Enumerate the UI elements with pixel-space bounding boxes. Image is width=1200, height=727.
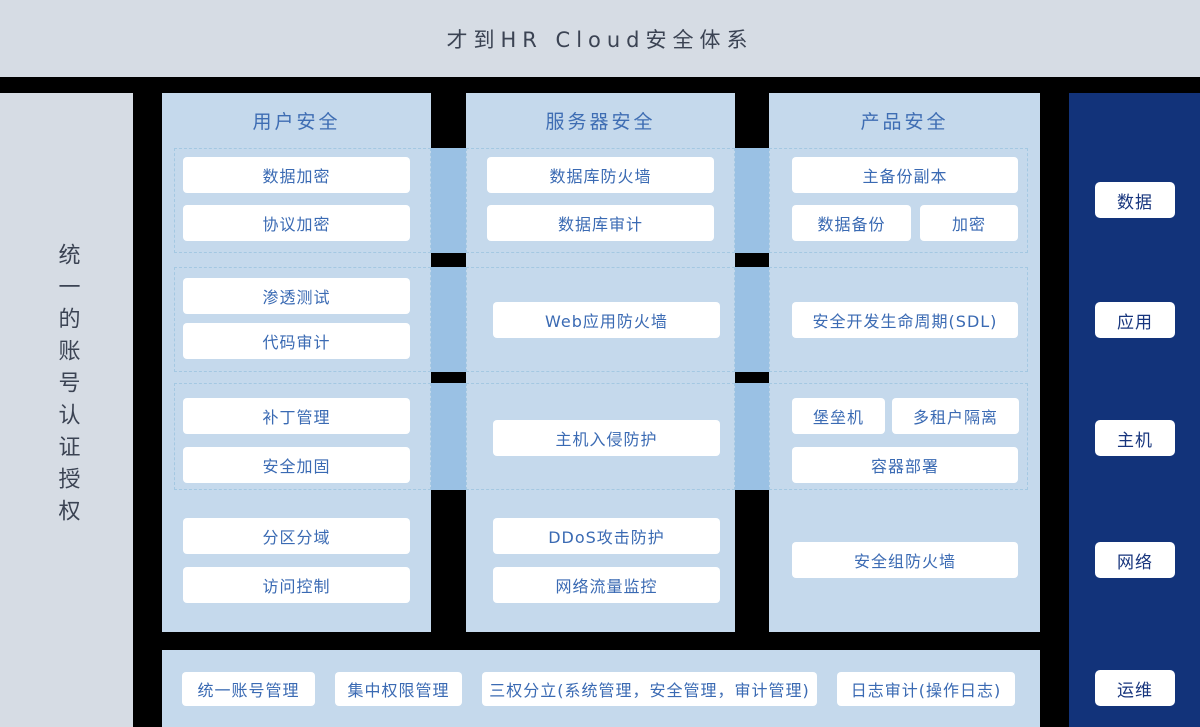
connector-bridge (735, 383, 769, 490)
node-database-firewall: 数据库防火墙 (487, 157, 714, 193)
node-secure-development-lifecycle: 安全开发生命周期(SDL) (792, 302, 1018, 338)
layer-host: 主机 (1095, 420, 1175, 456)
connector-bridge (431, 148, 466, 253)
node-security-group-firewall: 安全组防火墙 (792, 542, 1018, 578)
left-sidebar-unified-auth: 统一的账号认证授权 (0, 93, 133, 727)
right-sidebar-layers: 数据 应用 主机 网络 运维 (1069, 93, 1200, 727)
node-security-hardening: 安全加固 (183, 447, 410, 483)
node-log-audit: 日志审计(操作日志) (837, 672, 1015, 706)
group-box (466, 267, 735, 372)
node-centralized-permission-management: 集中权限管理 (335, 672, 462, 706)
group-box (466, 148, 735, 253)
node-encryption: 加密 (920, 205, 1018, 241)
node-network-traffic-monitoring: 网络流量监控 (493, 567, 720, 603)
node-zone-partition: 分区分域 (183, 518, 410, 554)
layer-ops: 运维 (1095, 670, 1175, 706)
node-unified-account-management: 统一账号管理 (182, 672, 315, 706)
node-database-audit: 数据库审计 (487, 205, 714, 241)
group-box (466, 383, 735, 490)
node-multi-tenant-isolation: 多租户隔离 (892, 398, 1019, 434)
page-title: 才到HR Cloud安全体系 (446, 27, 754, 52)
column-server-security: 服务器安全 数据库防火墙 数据库审计 Web应用防火墙 主机入侵防护 DDoS攻… (466, 93, 735, 632)
connector-bridge (431, 383, 466, 490)
column-server-security-header: 服务器安全 (545, 111, 656, 133)
column-product-security-header: 产品安全 (860, 111, 949, 133)
title-bar: 才到HR Cloud安全体系 (0, 0, 1200, 77)
bottom-bar-management: 统一账号管理 集中权限管理 三权分立(系统管理，安全管理，审计管理) 日志审计(… (162, 650, 1040, 727)
node-host-intrusion-protection: 主机入侵防护 (493, 420, 720, 456)
node-data-backup: 数据备份 (792, 205, 911, 241)
node-access-control: 访问控制 (183, 567, 410, 603)
node-code-audit: 代码审计 (183, 323, 410, 359)
node-protocol-encryption: 协议加密 (183, 205, 410, 241)
column-user-security: 用户安全 数据加密 协议加密 渗透测试 代码审计 补丁管理 安全加固 分区分域 … (162, 93, 431, 632)
connector-bridge (735, 148, 769, 253)
group-box (174, 267, 431, 372)
node-patch-management: 补丁管理 (183, 398, 410, 434)
layer-network: 网络 (1095, 542, 1175, 578)
node-separation-of-powers: 三权分立(系统管理，安全管理，审计管理) (482, 672, 817, 706)
node-web-application-firewall: Web应用防火墙 (493, 302, 720, 338)
group-box (174, 148, 431, 253)
node-penetration-testing: 渗透测试 (183, 278, 410, 314)
node-primary-backup-replica: 主备份副本 (792, 157, 1018, 193)
layer-application: 应用 (1095, 302, 1175, 338)
node-bastion-host: 堡垒机 (792, 398, 885, 434)
column-product-security: 产品安全 主备份副本 数据备份 加密 安全开发生命周期(SDL) 堡垒机 多租户… (769, 93, 1040, 632)
node-ddos-protection: DDoS攻击防护 (493, 518, 720, 554)
group-box (174, 383, 431, 490)
unified-auth-label: 统一的账号认证授权 (54, 243, 80, 531)
connector-bridge (431, 267, 466, 372)
layer-data: 数据 (1095, 182, 1175, 218)
group-box (769, 383, 1028, 490)
column-user-security-header: 用户安全 (252, 111, 341, 133)
group-box (769, 148, 1028, 253)
node-container-deployment: 容器部署 (792, 447, 1018, 483)
connector-bridge (735, 267, 769, 372)
group-box (769, 267, 1028, 372)
node-data-encryption: 数据加密 (183, 157, 410, 193)
